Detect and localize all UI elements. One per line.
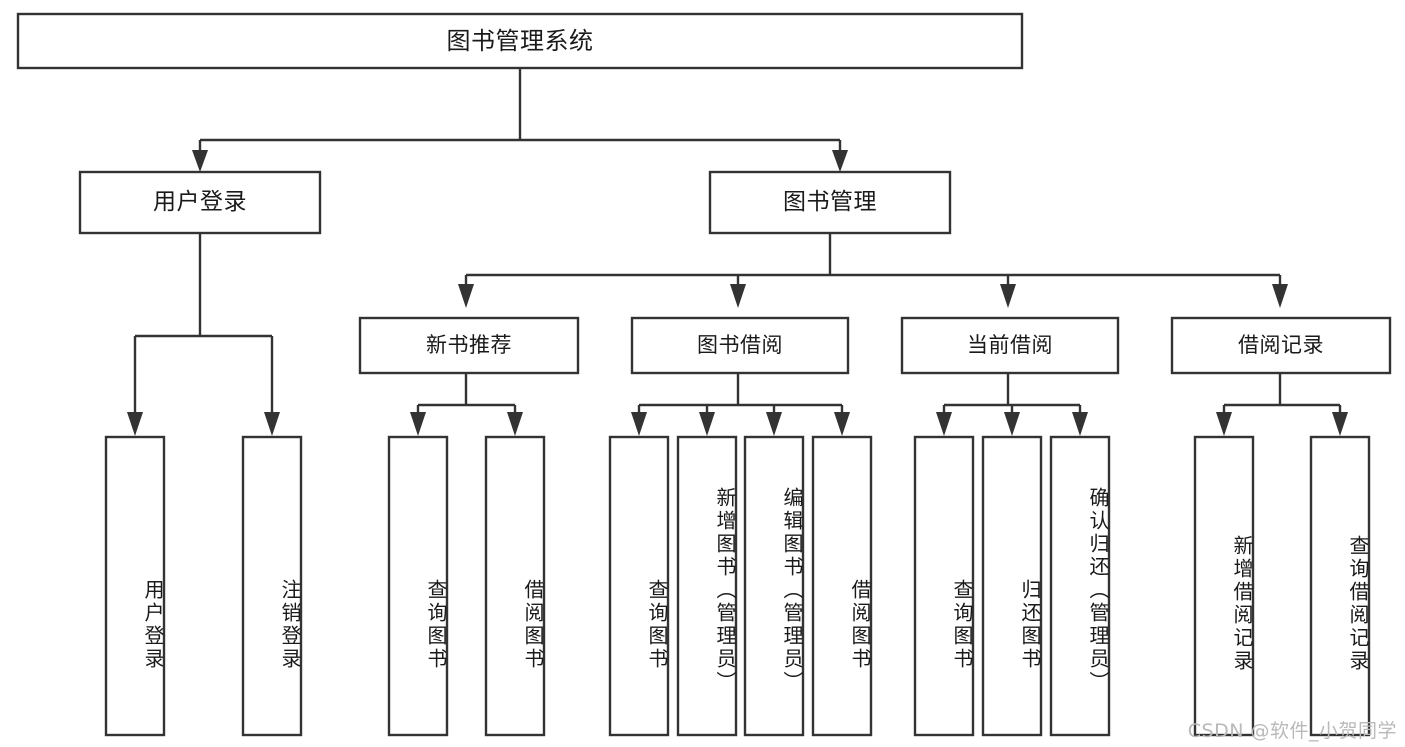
node-box-new-book-rec[interactable] [358,316,580,375]
node-box-current-borrow[interactable] [900,316,1120,375]
node-box-book-manage[interactable] [708,170,952,235]
node-box-leaf-add-record[interactable] [1193,435,1255,737]
connector-newbookrec-to-leaves [410,373,523,436]
node-box-leaf-borrow-book-1[interactable] [484,435,546,737]
node-box-user-login[interactable] [78,170,322,235]
connector-borrowrecord-to-leaves [1216,373,1348,436]
connector-root-to-level2 [192,68,848,172]
node-box-leaf-query-book-3[interactable] [913,435,975,737]
node-box-leaf-query-book-1[interactable] [387,435,449,737]
node-box-leaf-confirm-return[interactable] [1049,435,1111,737]
node-box-leaf-query-record[interactable] [1309,435,1371,737]
connector-bookmanage-to-level3 [458,233,1288,308]
node-box-leaf-user-logout[interactable] [241,435,303,737]
node-box-leaf-add-book[interactable] [676,435,738,737]
connector-bookborrow-to-leaves [631,373,850,436]
node-box-book-borrow[interactable] [630,316,850,375]
node-box-leaf-user-login[interactable] [104,435,166,737]
node-box-root[interactable] [16,12,1024,70]
node-box-leaf-return-book[interactable] [981,435,1043,737]
node-box-borrow-record[interactable] [1170,316,1392,375]
connector-currentborrow-to-leaves [936,373,1088,436]
connector-userlogin-to-leaves [127,233,280,436]
node-box-leaf-query-book-2[interactable] [608,435,670,737]
node-box-leaf-edit-book[interactable] [743,435,805,737]
node-box-leaf-borrow-book-2[interactable] [811,435,873,737]
